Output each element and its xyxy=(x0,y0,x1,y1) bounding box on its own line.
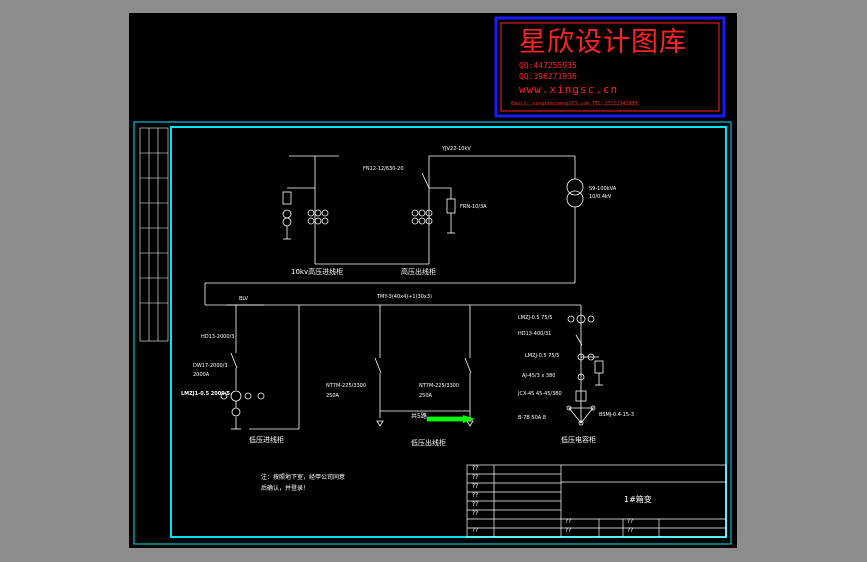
title-block-cell: ?? xyxy=(472,510,479,517)
note-line-1: 注：按照地下室，经甲公司同意 xyxy=(261,474,346,481)
label-cap-1: LMZJ-0.5 75/5 xyxy=(518,315,553,321)
label-cap-3: LMZJ-0.5 75/5 xyxy=(525,353,560,359)
title-block-cell: ?? xyxy=(627,527,634,534)
watermark-contact: Email: xingxincome@163.com TEL:131113428… xyxy=(511,101,638,107)
title-block-cell: ?? xyxy=(472,527,479,534)
title-block-cell: ?? xyxy=(627,518,634,525)
label-hv-incoming: 10kv高压进线柜 xyxy=(291,268,344,276)
title-block-cell: ?? xyxy=(472,501,479,508)
note-line-2: 后确认，并登录！ xyxy=(261,485,310,492)
green-arrow-marker xyxy=(427,415,475,423)
title-block-cell: ?? xyxy=(472,465,479,472)
label-out-1b: 250A xyxy=(326,393,339,399)
title-block-cell: ?? xyxy=(565,527,572,534)
label-breaker-1: HD13-2000/3 xyxy=(201,334,235,340)
watermark-title: 星欣设计图库 xyxy=(519,27,687,58)
label-cap-2: HD13-400/31 xyxy=(518,331,552,337)
label-out-2: NT7M-225/3300 xyxy=(419,383,460,389)
label-breaker-2: DW17-2000/3 xyxy=(193,363,228,369)
title-block-cell: ?? xyxy=(472,474,479,481)
label-lv-capacitor: 低压电容柜 xyxy=(561,436,596,444)
title-block-cell: ?? xyxy=(565,518,572,525)
label-green-mark-text: 共5路 xyxy=(411,413,427,420)
single-line-diagram xyxy=(133,16,732,545)
label-lv-bus: TMY-3(40x4)+1(30x3) xyxy=(377,294,432,300)
label-cap-4: AJ-45/3 x 380 xyxy=(522,373,556,379)
label-lv-top: BLV xyxy=(239,296,249,302)
label-breaker-2b: 2000A xyxy=(193,372,210,378)
title-block-cell: ?? xyxy=(472,492,479,499)
label-cap-6: B-7B 50A 8 xyxy=(518,415,546,421)
label-out-2b: 250A xyxy=(419,393,432,399)
label-transformer: S9-100kVA 10/0.4kV xyxy=(589,186,617,200)
label-out-1: NT7M-225/3300 xyxy=(326,383,367,389)
drawing-sheet: 星欣设计图库 QQ:447255935 QQ:396271936 www.xin… xyxy=(129,13,737,548)
label-lv-outgoing: 低压出线柜 xyxy=(411,439,446,447)
label-cap-5: JCX-45 45-45/380 xyxy=(518,391,562,397)
label-cable-top: YJV22-10kV xyxy=(442,146,471,152)
label-ct: LMZJ1-0.5 2000/5 xyxy=(181,391,231,397)
title-block-cell: ?? xyxy=(472,483,479,490)
label-hv-outgoing: 高压出线柜 xyxy=(401,268,436,276)
label-cap-7: BSMJ-0.4-15-3 xyxy=(599,412,635,418)
label-lv-incoming: 低压进线柜 xyxy=(249,436,284,444)
watermark-website: www.xingsc.cn xyxy=(519,83,619,96)
watermark-qq-1: QQ:447255935 xyxy=(519,61,577,70)
title-block-drawing-name: 1#箱变 xyxy=(624,495,652,504)
label-hv-fuse: FRN-10/3A xyxy=(460,204,487,210)
watermark-qq-2: QQ:396271936 xyxy=(519,72,577,81)
label-hv-switch: FN12-12/630-20 xyxy=(363,166,404,172)
